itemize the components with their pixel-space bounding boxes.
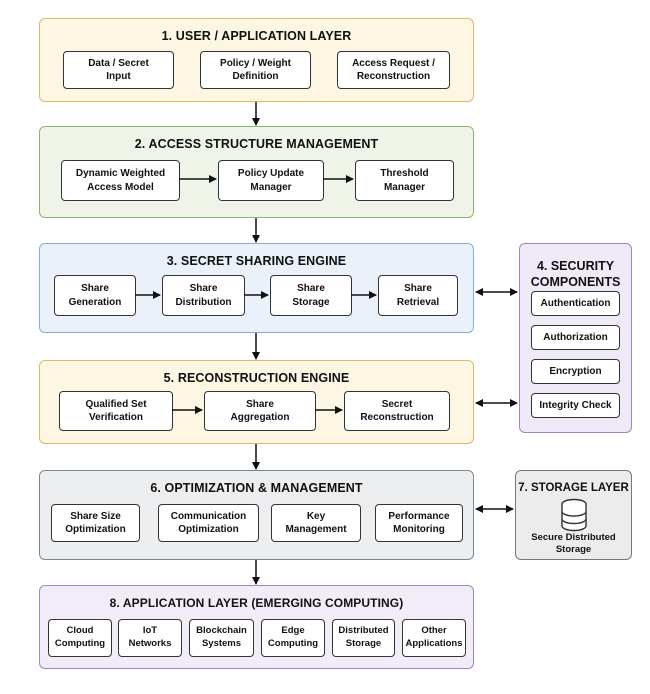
authentication-box: Authentication — [531, 291, 620, 316]
share-size-optimization-box: Share Size Optimization — [51, 504, 140, 542]
secret-reconstruction-box: Secret Reconstruction — [344, 391, 450, 431]
share-aggregation-box: Share Aggregation — [204, 391, 316, 431]
share-storage-box: Share Storage — [270, 275, 352, 316]
access-request-reconstruction-box: Access Request / Reconstruction — [337, 51, 450, 89]
layer-8-title: 8. APPLICATION LAYER (EMERGING COMPUTING… — [109, 596, 404, 610]
iot-networks-box: IoT Networks — [118, 619, 182, 657]
distributed-storage-box: Distributed Storage — [332, 619, 395, 657]
layer-4-security-components: 4. SECURITY COMPONENTS Authentication Au… — [519, 243, 632, 433]
layer-7-title: 7. STORAGE LAYER — [518, 482, 629, 494]
layer-3-secret-sharing-engine: 3. SECRET SHARING ENGINE Share Generatio… — [39, 243, 474, 333]
layer-7-storage: 7. STORAGE LAYER Secure Distributed Stor… — [515, 470, 632, 560]
authorization-box: Authorization — [531, 325, 620, 350]
blockchain-systems-box: Blockchain Systems — [189, 619, 254, 657]
layer-1-title: 1. USER / APPLICATION LAYER — [161, 29, 352, 43]
layer-3-title: 3. SECRET SHARING ENGINE — [166, 254, 347, 268]
integrity-check-box: Integrity Check — [531, 393, 620, 418]
layer-2-title: 2. ACCESS STRUCTURE MANAGEMENT — [134, 137, 379, 151]
layer-5-title: 5. RECONSTRUCTION ENGINE — [163, 371, 350, 385]
threshold-manager-box: Threshold Manager — [355, 160, 454, 201]
performance-monitoring-box: Performance Monitoring — [375, 504, 463, 542]
database-icon — [561, 498, 587, 532]
share-retrieval-box: Share Retrieval — [378, 275, 458, 316]
communication-optimization-box: Communication Optimization — [158, 504, 259, 542]
encryption-box: Encryption — [531, 359, 620, 384]
dynamic-weighted-access-model-box: Dynamic Weighted Access Model — [61, 160, 180, 201]
policy-update-manager-box: Policy Update Manager — [218, 160, 324, 201]
layer-6-title: 6. OPTIMIZATION & MANAGEMENT — [150, 481, 363, 495]
layer-4-title: 4. SECURITY COMPONENTS — [530, 259, 621, 290]
share-generation-box: Share Generation — [54, 275, 136, 316]
edge-computing-box: Edge Computing — [261, 619, 325, 657]
policy-weight-definition-box: Policy / Weight Definition — [200, 51, 311, 89]
qualified-set-verification-box: Qualified Set Verification — [59, 391, 173, 431]
data-secret-input-box: Data / Secret Input — [63, 51, 174, 89]
cloud-computing-box: Cloud Computing — [48, 619, 112, 657]
layer-5-reconstruction-engine: 5. RECONSTRUCTION ENGINE Qualified Set V… — [39, 360, 474, 444]
layer-8-application-emerging: 8. APPLICATION LAYER (EMERGING COMPUTING… — [39, 585, 474, 669]
other-applications-box: Other Applications — [402, 619, 466, 657]
layer-2-access-structure: 2. ACCESS STRUCTURE MANAGEMENT Dynamic W… — [39, 126, 474, 218]
layer-1-user-application: 1. USER / APPLICATION LAYER Data / Secre… — [39, 18, 474, 102]
share-distribution-box: Share Distribution — [162, 275, 245, 316]
layer-6-optimization-management: 6. OPTIMIZATION & MANAGEMENT Share Size … — [39, 470, 474, 560]
secure-distributed-storage-label: Secure Distributed Storage — [531, 532, 616, 556]
key-management-box: Key Management — [271, 504, 361, 542]
